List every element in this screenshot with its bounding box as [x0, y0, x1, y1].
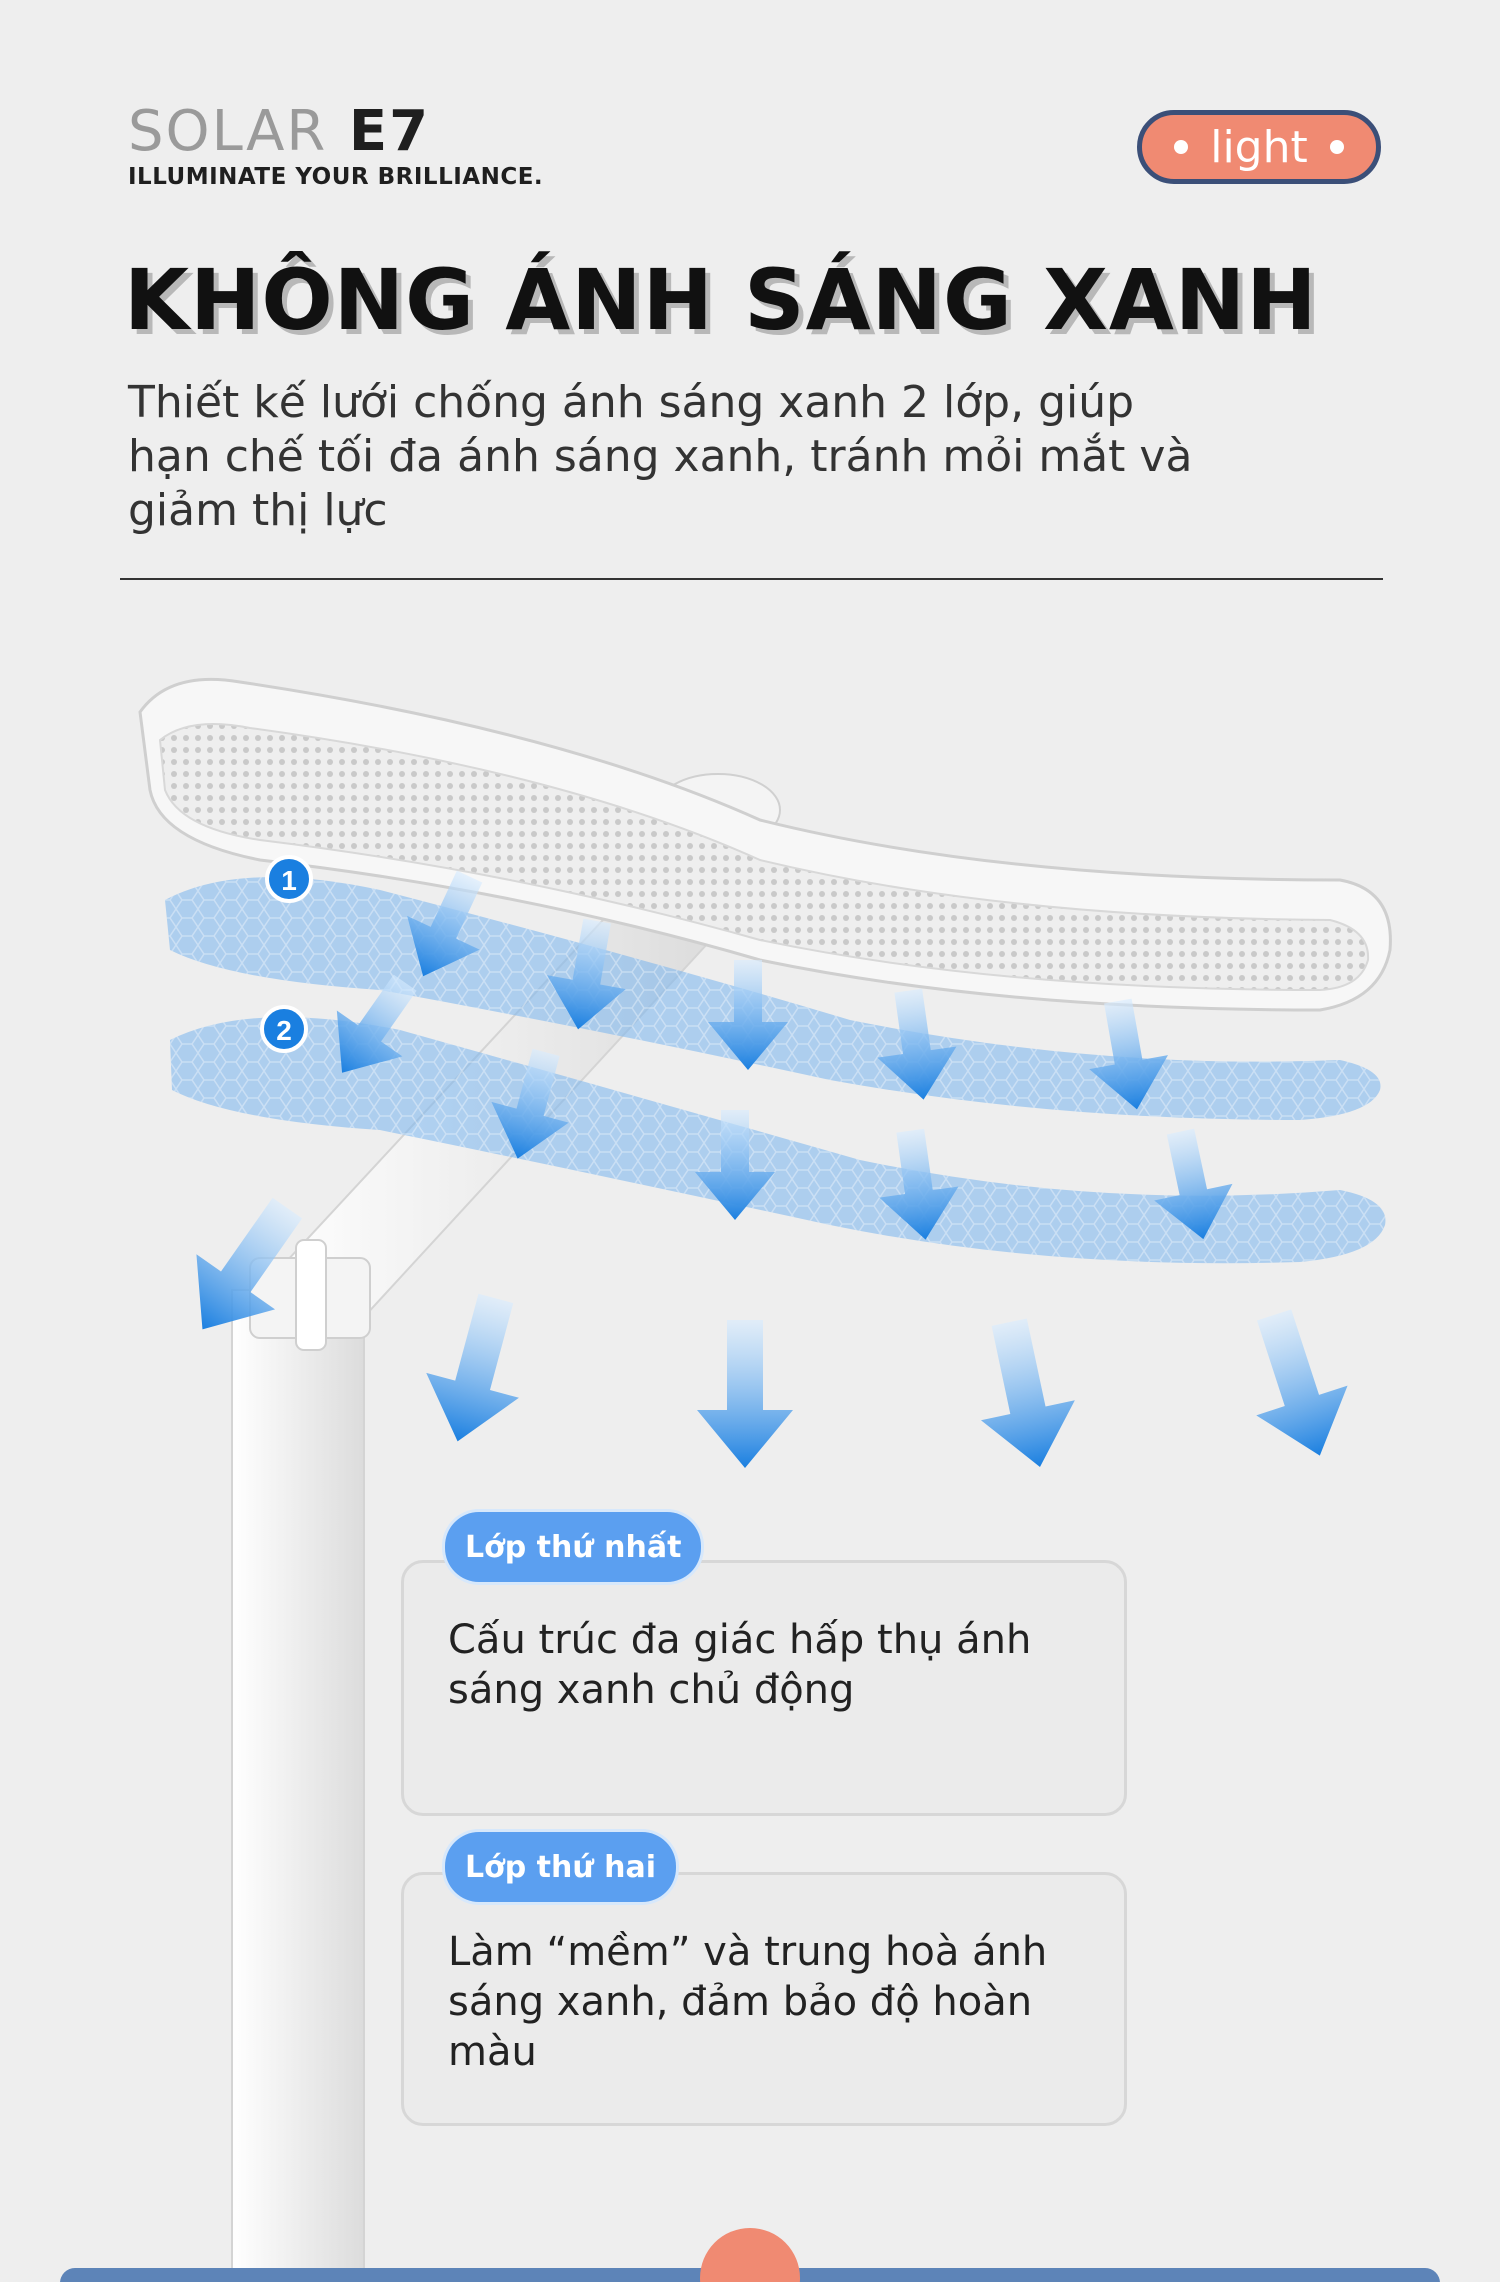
filter-layer-2 [170, 1017, 1386, 1264]
layer-2-text: Làm “mềm” và trung hoà ánh sáng xanh, đả… [448, 1929, 1048, 2075]
page-title: KHÔNG ÁNH SÁNG XANH [124, 251, 1318, 349]
layer-2-card: Làm “mềm” và trung hoà ánh sáng xanh, đả… [401, 1872, 1127, 2126]
layer-1-card: Cấu trúc đa giác hấp thụ ánh sáng xanh c… [401, 1560, 1127, 1816]
brand-name-solar: SOLAR [128, 99, 328, 164]
layer-1-badge: Lớp thứ nhất [445, 1512, 702, 1582]
layer-1-number: 1 [281, 865, 297, 896]
bottom-decoration [60, 2228, 1440, 2282]
filter-layer-1 [165, 877, 1381, 1120]
pill-dot-left-icon [1174, 140, 1189, 154]
divider [120, 578, 1383, 580]
light-badge: light [1137, 110, 1381, 184]
brand-name-model: E7 [348, 99, 431, 164]
brand-logo: SOLAR E7 ILLUMINATE YOUR BRILLIANCE. [128, 104, 544, 191]
layer-1-marker: 1 [265, 855, 313, 903]
layer-2-badge: Lớp thứ hai [445, 1832, 677, 1902]
brand-tagline: ILLUMINATE YOUR BRILLIANCE. [128, 164, 544, 190]
lamp-illustration: 1 2 [60, 677, 1440, 2282]
brand-name: SOLAR E7 [128, 104, 543, 160]
layer-2-number: 2 [276, 1015, 292, 1046]
layer-1-text: Cấu trúc đa giác hấp thụ ánh sáng xanh c… [448, 1617, 1032, 1713]
pill-dot-right-icon [1329, 140, 1344, 154]
page-description: Thiết kế lưới chống ánh sáng xanh 2 lớp,… [128, 377, 1193, 536]
layer-2-marker: 2 [260, 1005, 308, 1053]
light-badge-label: light [1210, 121, 1308, 173]
